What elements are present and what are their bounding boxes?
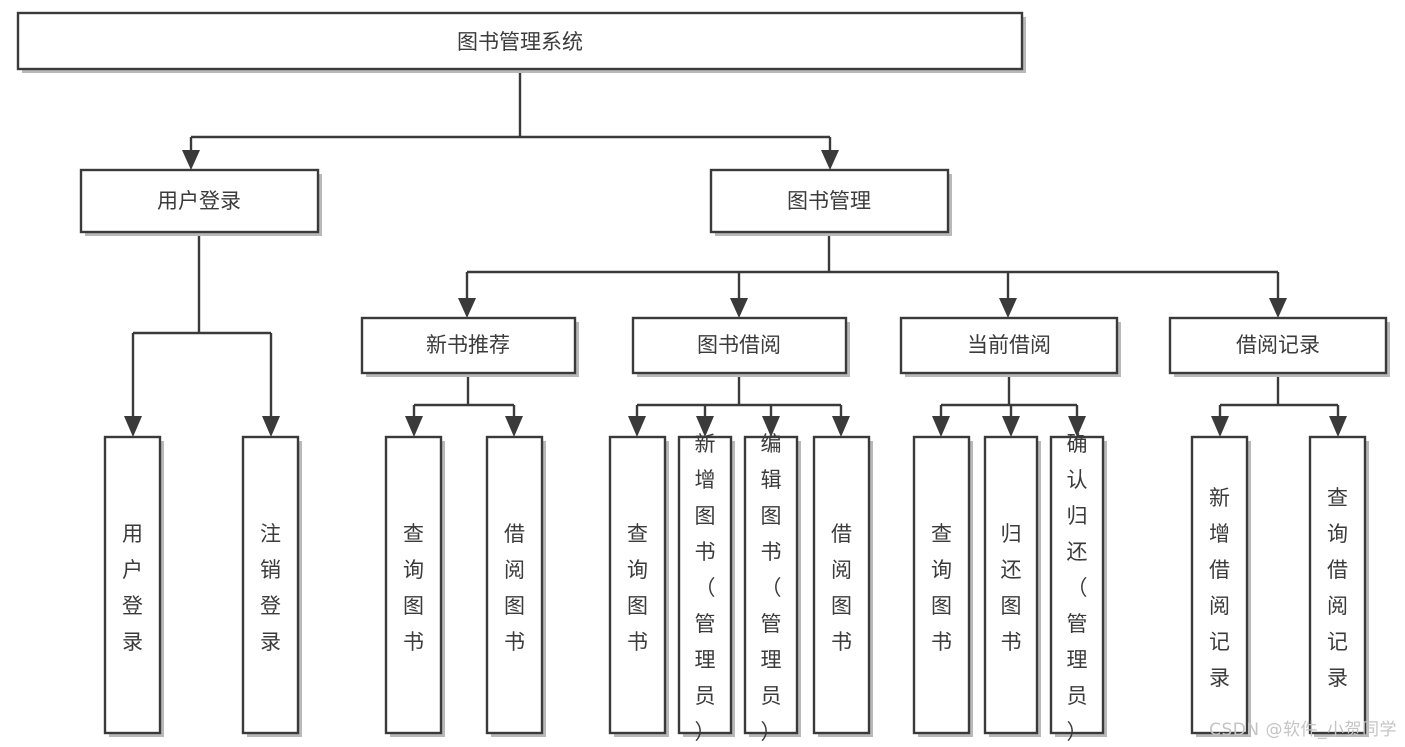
arrow-head-leaf-query-book-3 bbox=[932, 416, 950, 437]
leaf-node-label: 编辑图书（管理员） bbox=[761, 432, 782, 744]
node-borrow-record[interactable]: 借阅记录 bbox=[1168, 316, 1390, 377]
arrow-head-book-borrow bbox=[730, 298, 748, 318]
leaf-node-label: 借阅图书 bbox=[504, 522, 525, 654]
leaf-node-rect bbox=[384, 435, 443, 735]
leaf-node[interactable]: 借阅图书 bbox=[812, 435, 873, 737]
arrow-head-leaf-query-book-2 bbox=[628, 416, 646, 437]
connector-group-root bbox=[182, 69, 839, 170]
leaf-node[interactable]: 归还图书 bbox=[983, 435, 1041, 737]
leaf-node[interactable]: 查询图书 bbox=[912, 435, 973, 737]
arrow-head-leaf-query-record bbox=[1329, 416, 1347, 437]
arrow-head-new-book-rec bbox=[458, 298, 476, 318]
leaf-node-rect bbox=[983, 435, 1039, 735]
leaf-node[interactable]: 编辑图书（管理员） bbox=[743, 432, 801, 744]
node-new-book-recommend[interactable]: 新书推荐 bbox=[360, 316, 579, 377]
node-current-borrow-rect bbox=[899, 316, 1119, 375]
leaf-node[interactable]: 确认归还（管理员） bbox=[1049, 432, 1107, 744]
node-root-rect bbox=[16, 11, 1024, 71]
leaf-node-rect bbox=[1190, 435, 1249, 735]
node-user-login-label: 用户登录 bbox=[157, 189, 241, 213]
connector-group-user-login bbox=[124, 232, 280, 437]
leaf-node-rect bbox=[812, 435, 871, 735]
leaf-node[interactable]: 用户登录 bbox=[103, 435, 164, 737]
leaf-node[interactable]: 借阅图书 bbox=[485, 435, 546, 737]
leaf-node-label: 注销登录 bbox=[260, 522, 281, 654]
leaf-node-rect bbox=[1049, 435, 1105, 735]
connector-group-book-manage bbox=[458, 232, 1287, 318]
leaf-node-rect bbox=[103, 435, 162, 735]
leaf-node-label: 查询图书 bbox=[627, 522, 648, 654]
leaf-node-label: 查询借阅记录 bbox=[1327, 486, 1348, 690]
node-book-borrow-label: 图书借阅 bbox=[697, 333, 781, 357]
leaf-node-rect bbox=[743, 435, 799, 735]
node-new-book-rec-rect bbox=[360, 316, 577, 375]
connector-group-current-borrow bbox=[932, 373, 1086, 437]
leaf-node-label: 查询图书 bbox=[403, 522, 424, 654]
node-book-manage-label: 图书管理 bbox=[787, 189, 871, 213]
node-borrow-record-label: 借阅记录 bbox=[1236, 333, 1320, 357]
arrow-head-current-borrow bbox=[999, 298, 1017, 318]
arrow-head-leaf-user-login bbox=[124, 416, 142, 437]
leaf-node[interactable]: 查询图书 bbox=[384, 435, 445, 737]
leaf-node-label: 新增借阅记录 bbox=[1209, 486, 1230, 690]
leaf-node-label: 归还图书 bbox=[1001, 522, 1022, 654]
arrow-head-leaf-borrow-book-2 bbox=[832, 416, 850, 437]
arrow-head-leaf-return-book bbox=[1002, 416, 1020, 437]
connector-group-new-book-rec bbox=[405, 373, 523, 437]
node-current-borrow[interactable]: 当前借阅 bbox=[899, 316, 1121, 377]
leaf-node-rect bbox=[1308, 435, 1367, 735]
connector-group-book-borrow bbox=[628, 373, 850, 437]
node-root-label: 图书管理系统 bbox=[457, 30, 583, 54]
leaf-node-label: 用户登录 bbox=[122, 522, 143, 654]
node-borrow-record-rect bbox=[1168, 316, 1388, 375]
leaf-node[interactable]: 注销登录 bbox=[241, 435, 302, 737]
leaf-node-rect bbox=[241, 435, 300, 735]
arrow-head-leaf-add-book bbox=[696, 416, 714, 437]
leaf-node-label: 新增图书（管理员） bbox=[695, 432, 716, 744]
leaf-node-layer: 用户登录 注销登录 查询图书 借阅图书 查询图书 新增图书（管理员） 编辑图书（管理员） 借阅… bbox=[103, 432, 1369, 744]
leaf-node-rect bbox=[912, 435, 971, 735]
node-current-borrow-label: 当前借阅 bbox=[967, 333, 1051, 357]
arrow-head-book-manage bbox=[821, 150, 839, 170]
arrow-head-leaf-add-record bbox=[1211, 416, 1229, 437]
arrow-head-user-login bbox=[182, 150, 200, 170]
leaf-node-label: 确认归还（管理员） bbox=[1067, 432, 1088, 744]
leaf-node[interactable]: 新增图书（管理员） bbox=[677, 432, 735, 744]
node-book-borrow[interactable]: 图书借阅 bbox=[631, 316, 850, 377]
leaf-node[interactable]: 新增借阅记录 bbox=[1190, 435, 1251, 737]
arrow-head-borrow-record bbox=[1269, 298, 1287, 318]
arrow-head-leaf-borrow-book-1 bbox=[505, 416, 523, 437]
node-user-login[interactable]: 用户登录 bbox=[79, 168, 322, 236]
node-new-book-rec-label: 新书推荐 bbox=[426, 333, 510, 357]
node-book-manage[interactable]: 图书管理 bbox=[709, 168, 952, 236]
leaf-node-rect bbox=[608, 435, 667, 735]
leaf-node-label: 借阅图书 bbox=[831, 522, 852, 654]
leaf-node-rect bbox=[485, 435, 544, 735]
node-book-borrow-rect bbox=[631, 316, 848, 375]
connector-group-borrow-record bbox=[1211, 373, 1347, 437]
leaf-node[interactable]: 查询借阅记录 bbox=[1308, 435, 1369, 737]
csdn-watermark: CSDN @软件_小贺同学 bbox=[1209, 720, 1397, 740]
arrow-head-leaf-logout-login bbox=[262, 416, 280, 437]
leaf-node-label: 查询图书 bbox=[931, 522, 952, 654]
node-book-manage-rect bbox=[709, 168, 950, 234]
node-root[interactable]: 图书管理系统 bbox=[16, 11, 1026, 73]
arrow-head-leaf-edit-book bbox=[762, 416, 780, 437]
arrow-head-leaf-confirm-return bbox=[1068, 416, 1086, 437]
arrow-head-leaf-query-book-1 bbox=[405, 416, 423, 437]
leaf-node[interactable]: 查询图书 bbox=[608, 435, 669, 737]
node-user-login-rect bbox=[79, 168, 320, 234]
leaf-node-rect bbox=[677, 435, 733, 735]
